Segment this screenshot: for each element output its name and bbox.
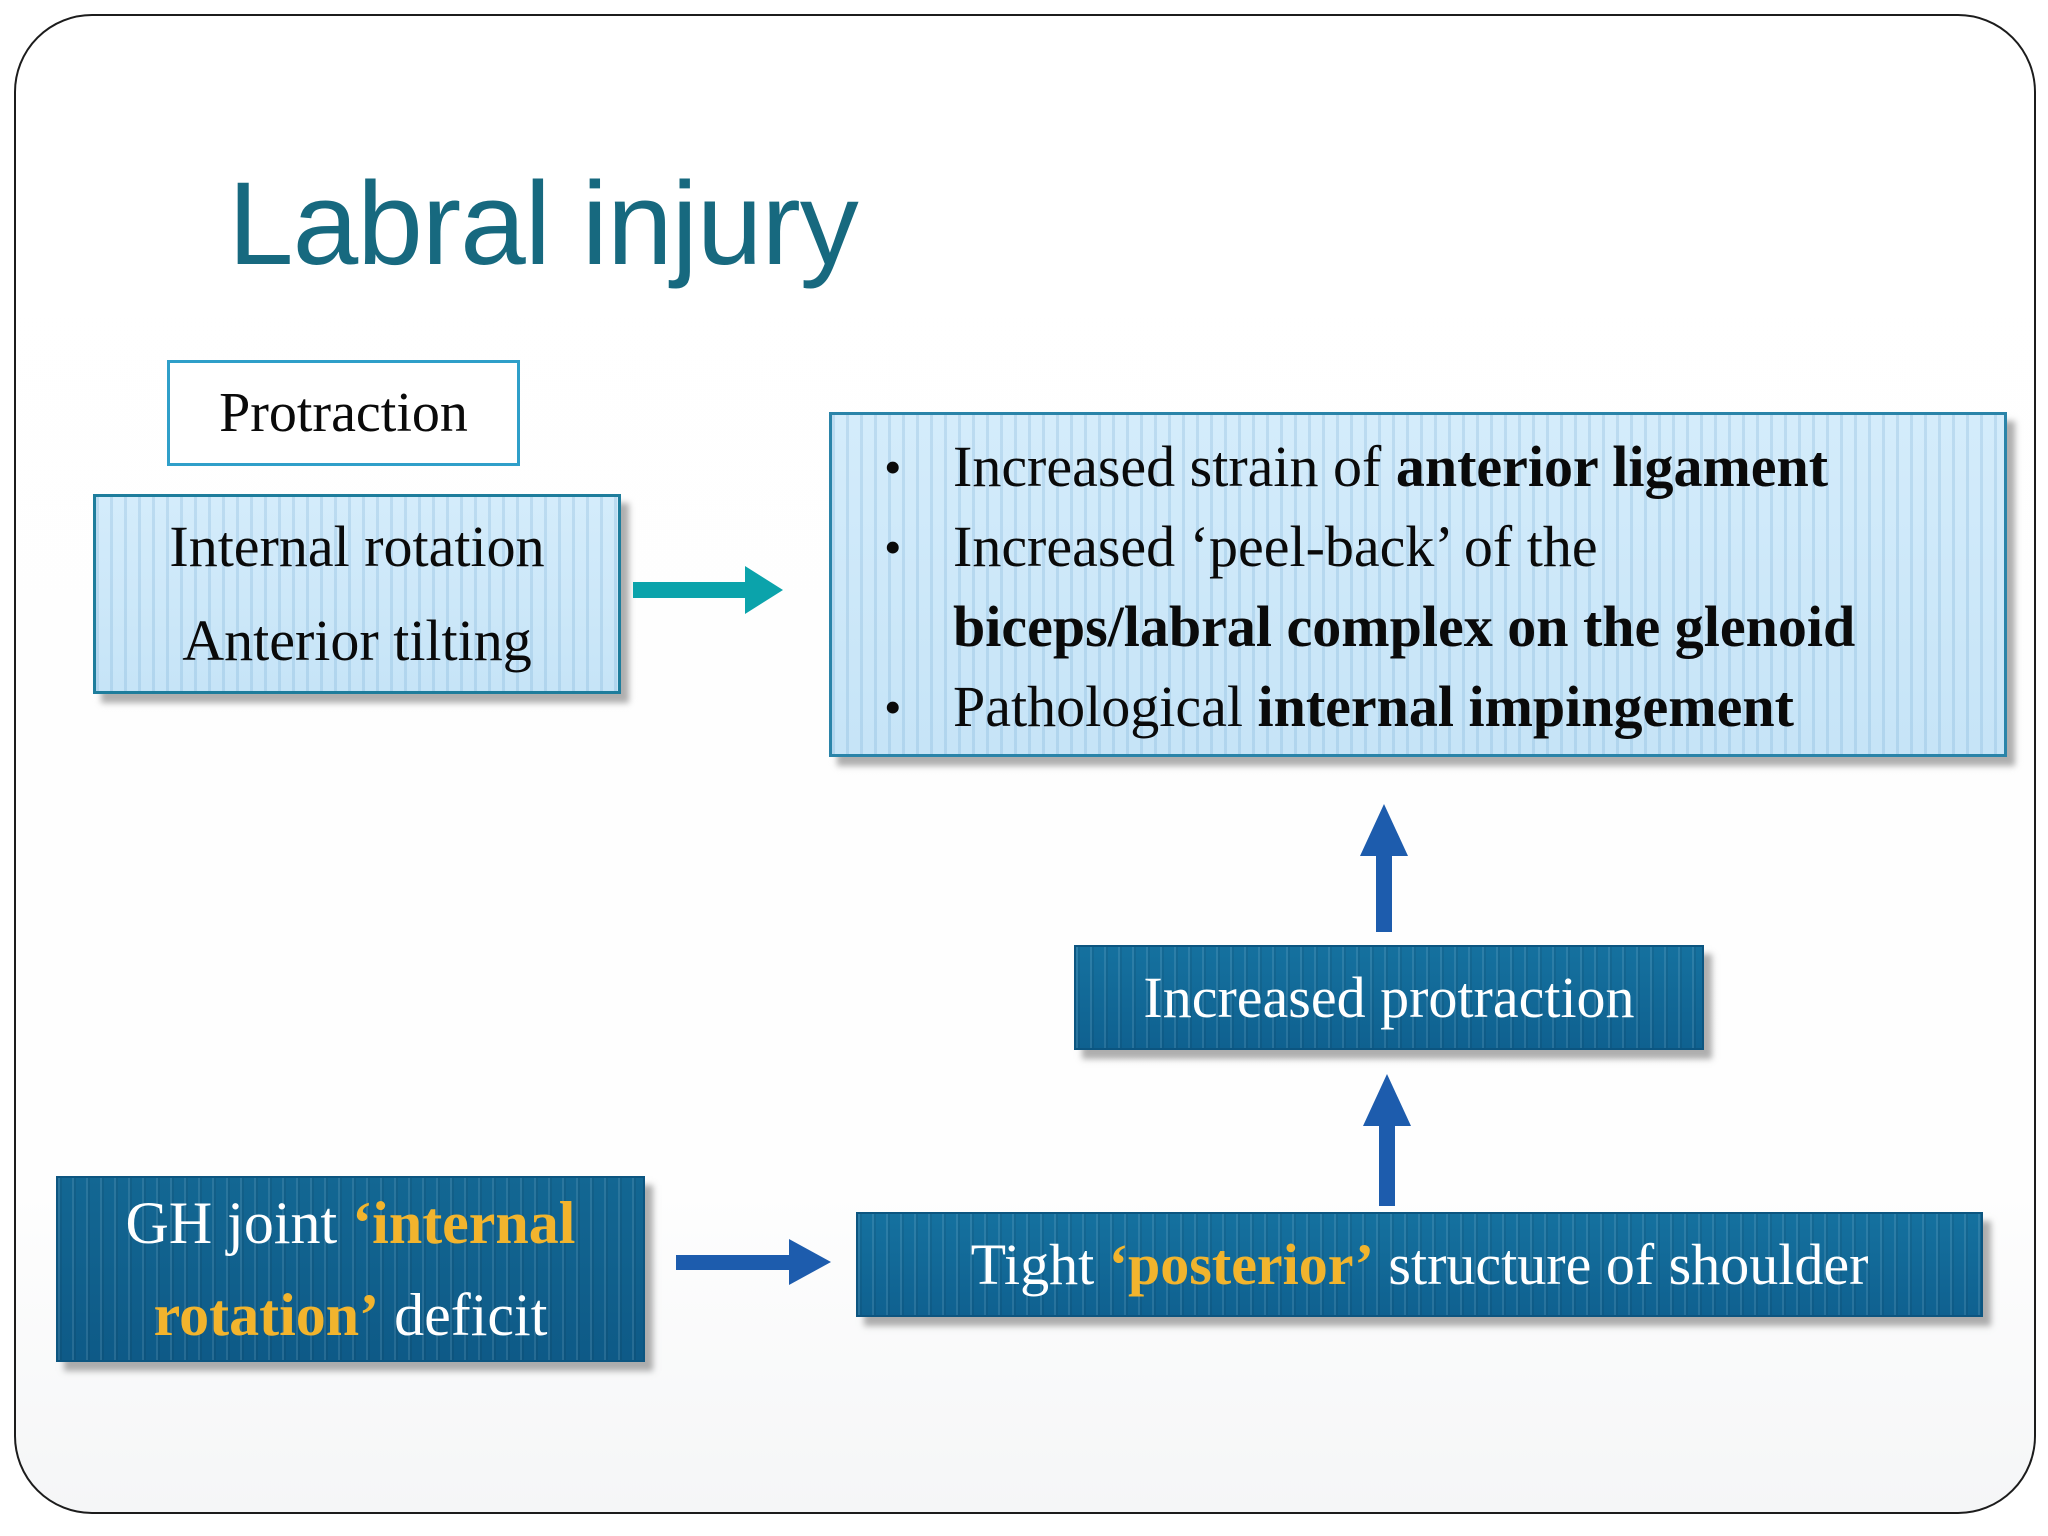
bullet-1-bold: anterior ligament <box>1395 434 1829 499</box>
gh-line2-highlight: rotation’ <box>153 1282 380 1348</box>
bullet-3-text: Pathological internal impingement <box>953 667 1794 747</box>
internal-rotation-box: Internal rotation Anterior tilting <box>93 494 621 694</box>
bullet-dot: • <box>884 439 902 495</box>
bullet-item-1: • Increased strain of anterior ligament <box>884 427 1994 507</box>
bullet-2-normal: Increased ‘peel-back’ of the <box>953 514 1598 579</box>
bullet-1-text: Increased strain of anterior ligament <box>953 427 1828 507</box>
increased-protraction-box: Increased protraction <box>1074 945 1704 1050</box>
arrow-shaft <box>676 1255 789 1270</box>
bullet-3-bold: internal impingement <box>1257 674 1794 739</box>
increased-protraction-label: Increased protraction <box>1143 965 1635 1030</box>
bullet-3-normal: Pathological <box>953 674 1258 739</box>
bullet-dot: • <box>884 679 902 735</box>
arrow-head <box>745 566 783 614</box>
bullet-2-text: Increased ‘peel-back’ of the biceps/labra… <box>953 507 1855 667</box>
gh-line1-normal: GH joint <box>125 1190 353 1256</box>
gh-line1-highlight: ‘internal <box>352 1190 576 1256</box>
tight-post: structure of shoulder <box>1373 1232 1869 1297</box>
gh-joint-deficit-box: GH joint ‘internal rotation’ deficit <box>56 1176 645 1362</box>
bullet-2-bold: biceps/labral complex on the glenoid <box>953 594 1856 659</box>
bullet-item-3: • Pathological internal impingement <box>884 667 1994 747</box>
bullet-1-normal: Increased strain of <box>953 434 1396 499</box>
up-arrow-to-outcomes-icon <box>1360 804 1408 932</box>
tight-posterior-box: Tight ‘posterior’ structure of shoulder <box>856 1212 1983 1317</box>
bullet-dot: • <box>884 519 902 575</box>
arrow-shaft <box>1376 854 1392 932</box>
blue-right-arrow-icon <box>676 1239 831 1285</box>
arrow-shaft <box>1379 1124 1395 1206</box>
gh-line1: GH joint ‘internal <box>126 1177 576 1269</box>
internal-rotation-line2: Anterior tilting <box>182 608 532 673</box>
arrow-head <box>1363 1074 1411 1126</box>
up-arrow-to-increased-protraction-icon <box>1363 1074 1411 1206</box>
internal-rotation-line1: Internal rotation <box>169 514 545 579</box>
protraction-label: Protraction <box>219 382 468 444</box>
gh-line2: rotation’ deficit <box>154 1269 548 1361</box>
bullet-item-2: • Increased ‘peel-back’ of the biceps/lab… <box>884 507 1994 667</box>
tight-posterior-text: Tight ‘posterior’ structure of shoulder <box>971 1231 1869 1298</box>
outcomes-box: • Increased strain of anterior ligament … <box>829 412 2007 757</box>
arrow-head <box>789 1239 831 1285</box>
protraction-box: Protraction <box>167 360 520 466</box>
teal-right-arrow-icon <box>633 566 783 614</box>
tight-highlight: ‘posterior’ <box>1108 1232 1374 1297</box>
arrow-head <box>1360 804 1408 856</box>
arrow-shaft <box>633 582 745 598</box>
gh-line2-normal: deficit <box>379 1282 548 1348</box>
tight-pre: Tight <box>970 1232 1109 1297</box>
page-title: Labral injury <box>228 158 859 290</box>
